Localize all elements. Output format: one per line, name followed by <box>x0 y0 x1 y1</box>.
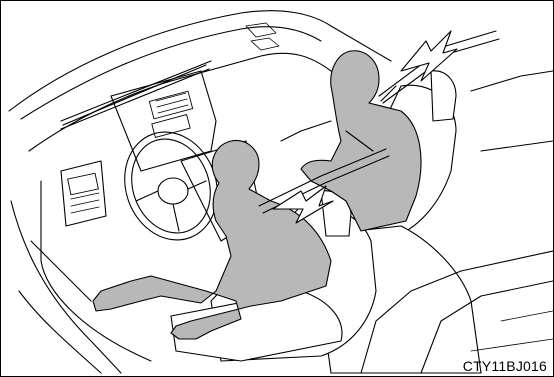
passenger-figure <box>300 50 422 232</box>
impact-arrows <box>272 30 458 224</box>
figure-code-label: CTY11BJ016 <box>462 358 547 374</box>
driver-figure <box>92 139 332 340</box>
floor-lines <box>280 70 553 374</box>
dashboard <box>8 10 392 374</box>
